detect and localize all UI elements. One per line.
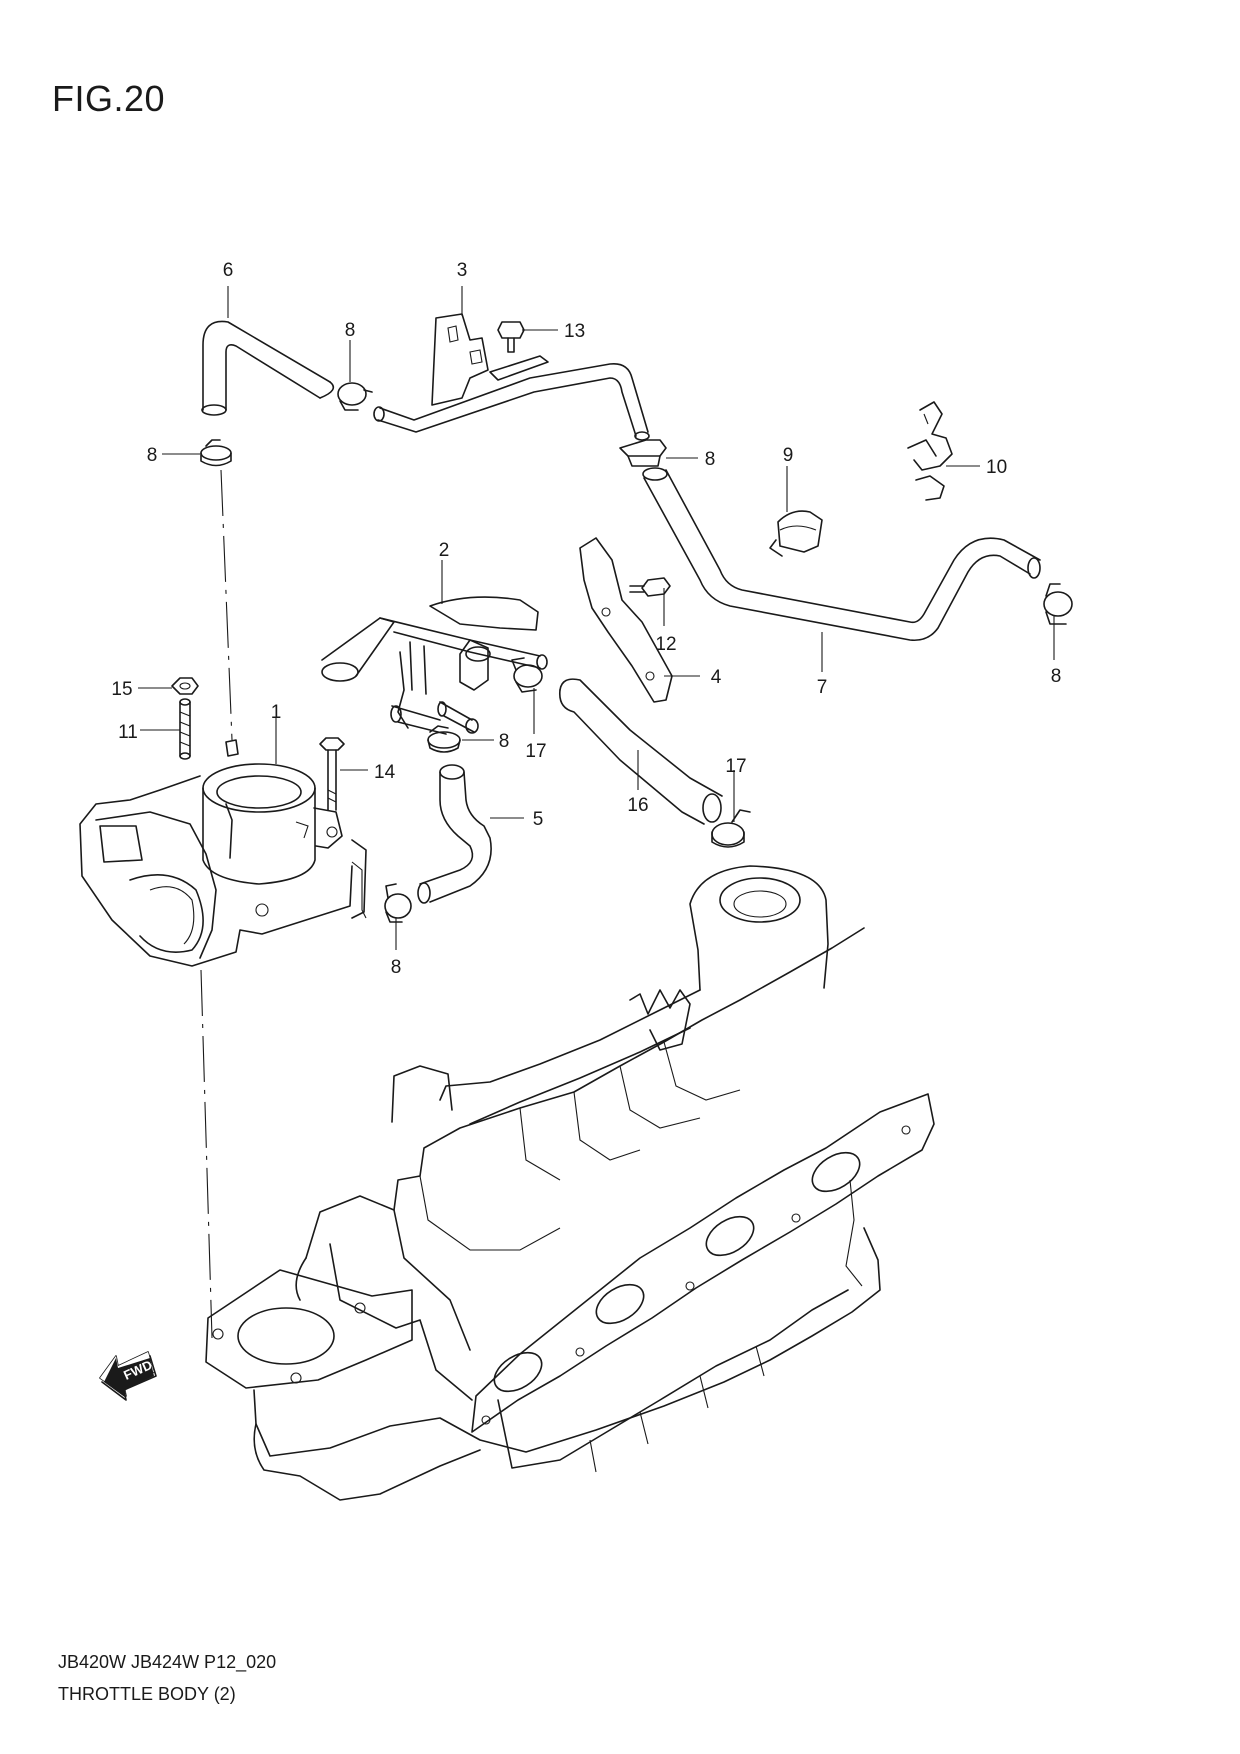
alignment-line-lower [200, 969, 213, 1339]
callout-12: 12 [655, 634, 676, 655]
callout-15: 15 [111, 679, 132, 700]
callout-8: 8 [705, 449, 716, 470]
clamp-17-left [511, 657, 543, 693]
clamp-8-pipe-right [619, 439, 667, 467]
callout-10: 10 [986, 457, 1007, 478]
clamp-8-right [1043, 583, 1073, 625]
pipe-assembly-2 [321, 596, 548, 735]
clamp-17-right [711, 809, 751, 848]
callout-8: 8 [499, 731, 510, 752]
hose-5 [417, 764, 492, 904]
model-code: JB420W JB424W P12_020 [58, 1652, 277, 1672]
hose-6 [201, 320, 335, 416]
intake-manifold [205, 865, 935, 1501]
bracket-line-right [351, 861, 367, 919]
callout-7: 7 [817, 677, 828, 698]
bolt-14 [319, 737, 345, 811]
callout-1: 1 [271, 702, 282, 723]
callout-5: 5 [533, 809, 544, 830]
callout-8: 8 [147, 445, 158, 466]
callout-16: 16 [627, 795, 648, 816]
throttle-body-1 [79, 763, 367, 967]
pipe-assembly-3 [373, 313, 650, 441]
alignment-line-upper [220, 469, 233, 741]
section-name: THROTTLE BODY (2) [58, 1684, 236, 1704]
callout-14: 14 [374, 762, 396, 783]
clamp-8-pipe-left [337, 382, 373, 411]
callout-9: 9 [783, 445, 794, 466]
hose-7 [642, 467, 1041, 642]
callout-2: 2 [439, 540, 450, 561]
callout-13: 13 [564, 321, 585, 342]
callout-11: 11 [118, 722, 138, 743]
callout-17: 17 [525, 741, 546, 762]
bracket-4 [579, 537, 673, 703]
nub-dowel [225, 739, 239, 757]
callout-4: 4 [711, 667, 722, 688]
callout-17: 17 [725, 756, 746, 777]
callout-8: 8 [391, 957, 402, 978]
hose-16 [558, 678, 723, 825]
clip-10 [907, 401, 953, 501]
callout-8: 8 [345, 320, 356, 341]
clip-9 [769, 510, 823, 557]
leader-lines [138, 286, 1055, 950]
figure-title: FIG.20 [52, 78, 166, 119]
clamp-8-bottom [384, 883, 412, 923]
nut-15 [171, 677, 199, 695]
clamp-8-center [427, 725, 461, 753]
fwd-arrow-icon: FWD [99, 1351, 157, 1401]
callout-8: 8 [1051, 666, 1062, 687]
stud-11 [179, 698, 191, 760]
bolt-13 [497, 321, 525, 353]
callout-3: 3 [457, 260, 468, 281]
callout-labels: 6 3 13 8 8 8 9 10 2 12 4 7 8 15 1 11 14 … [111, 260, 1061, 978]
clamp-8-left-top [200, 439, 232, 467]
callout-6: 6 [223, 260, 234, 281]
